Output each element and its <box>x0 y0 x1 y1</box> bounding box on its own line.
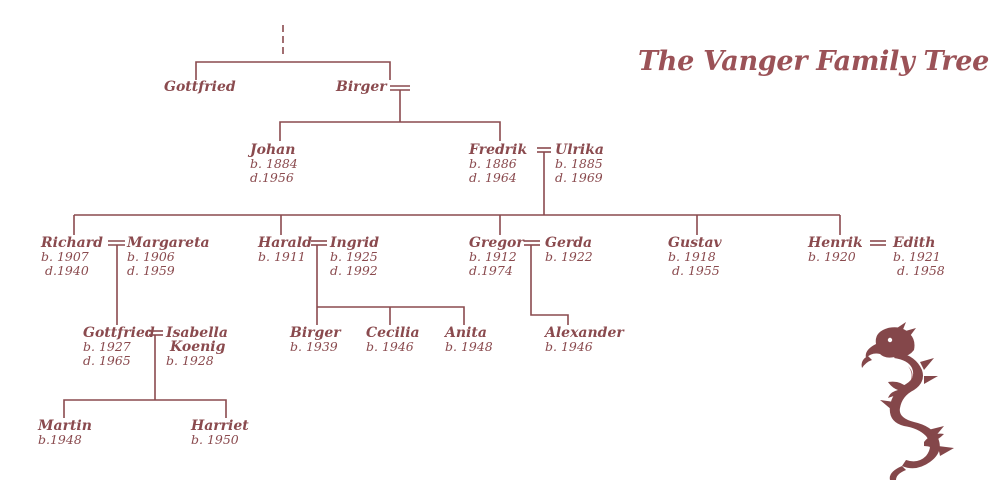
gottfried-children-line <box>63 399 227 418</box>
person-name: Birger <box>336 79 387 95</box>
person-name: Gustav <box>668 235 722 251</box>
birth-date: b. 1912 <box>469 249 517 264</box>
birth-date: b. 1907 <box>41 249 89 264</box>
birth-date: b. 1885 <box>555 156 603 171</box>
gen2-sibling-line <box>279 121 501 141</box>
birth-date: b. 1946 <box>545 339 593 354</box>
person-martin: Martin b.1948 <box>38 419 92 447</box>
birth-date: b. 1921 <box>893 249 941 264</box>
person-name: Cecilia <box>366 325 420 341</box>
person-johan: Johan b. 1884 d.1956 <box>250 143 298 185</box>
person-gottfried-elder: Gottfried <box>164 80 236 94</box>
birth-date: b. 1884 <box>250 156 298 171</box>
person-name: Ingrid <box>330 235 379 251</box>
person-gerda: Gerda b. 1922 <box>545 236 593 264</box>
birth-date: b. 1911 <box>258 249 306 264</box>
death-date: d. 1959 <box>127 263 175 278</box>
person-birger-elder: Birger <box>336 80 387 94</box>
person-gottfried: Gottfried b. 1927 d. 1965 <box>83 326 155 368</box>
diagram-title: The Vanger Family Tree <box>638 46 990 77</box>
person-name: Gottfried <box>83 325 155 341</box>
person-name: Edith <box>893 235 936 251</box>
person-cecilia: Cecilia b. 1946 <box>366 326 420 354</box>
person-edith: Edith b. 1921 d. 1958 <box>893 236 945 278</box>
person-harriet: Harriet b. 1950 <box>191 419 249 447</box>
person-name: Birger <box>290 325 341 341</box>
death-date: d. 1958 <box>897 263 945 278</box>
dragon-eye <box>887 337 893 343</box>
person-richard: Richard b. 1907 d.1940 <box>41 236 103 278</box>
descent-line-gregor <box>530 245 569 325</box>
birth-date: b. 1920 <box>808 249 856 264</box>
birth-date: b.1948 <box>38 432 82 447</box>
birth-date: b. 1886 <box>469 156 517 171</box>
harald-children-line <box>317 306 465 325</box>
person-name: Margareta <box>127 235 210 251</box>
person-name: Johan <box>250 142 296 158</box>
person-gregor: Gregor b. 1912 d.1974 <box>469 236 524 278</box>
birth-date: b. 1918 <box>668 249 716 264</box>
birth-date: b. 1950 <box>191 432 239 447</box>
person-name: Richard <box>41 235 103 251</box>
person-fredrik: Fredrik b. 1886 d. 1964 <box>469 143 527 185</box>
gen1-sibling-line <box>195 61 391 80</box>
person-name: Gregor <box>469 235 524 251</box>
person-margareta: Margareta b. 1906 d. 1959 <box>127 236 210 278</box>
birth-date: b. 1927 <box>83 339 131 354</box>
person-alexander: Alexander b. 1946 <box>545 326 624 354</box>
person-name: Anita <box>445 325 487 341</box>
death-date: d. 1964 <box>469 170 517 185</box>
death-date: d. 1992 <box>330 263 378 278</box>
death-date: d.1974 <box>469 263 513 278</box>
birth-date: b. 1925 <box>330 249 378 264</box>
person-isabella: Isabella Koenig b. 1928 <box>166 326 228 368</box>
birth-date: b. 1946 <box>366 339 414 354</box>
person-henrik: Henrik b. 1920 <box>808 236 863 264</box>
person-name: Ulrika <box>555 142 604 158</box>
birth-date: b. 1939 <box>290 339 338 354</box>
birth-date: b. 1906 <box>127 249 175 264</box>
person-name: Alexander <box>545 325 624 341</box>
death-date: d.1940 <box>45 263 89 278</box>
person-gustav: Gustav b. 1918 d. 1955 <box>668 236 722 278</box>
person-name: Gerda <box>545 235 593 251</box>
person-name: Harald <box>258 235 312 251</box>
person-name: Harriet <box>191 418 249 434</box>
person-surname: Koenig <box>170 339 226 355</box>
person-name: Fredrik <box>469 142 528 158</box>
death-date: d.1956 <box>250 170 294 185</box>
person-birger: Birger b. 1939 <box>290 326 341 354</box>
birth-date: b. 1922 <box>545 249 593 264</box>
person-name: Henrik <box>808 235 863 251</box>
birth-date: b. 1948 <box>445 339 493 354</box>
person-name: Martin <box>38 418 92 434</box>
death-date: d. 1955 <box>672 263 720 278</box>
person-name: Isabella <box>166 325 228 341</box>
person-harald: Harald b. 1911 <box>258 236 312 264</box>
death-date: d. 1965 <box>83 353 131 368</box>
dragon-icon <box>861 322 954 480</box>
person-ingrid: Ingrid b. 1925 d. 1992 <box>330 236 379 278</box>
death-date: d. 1969 <box>555 170 603 185</box>
person-ulrika: Ulrika b. 1885 d. 1969 <box>555 143 604 185</box>
birth-date: b. 1928 <box>166 353 214 368</box>
person-name: Gottfried <box>164 79 236 95</box>
person-anita: Anita b. 1948 <box>445 326 493 354</box>
